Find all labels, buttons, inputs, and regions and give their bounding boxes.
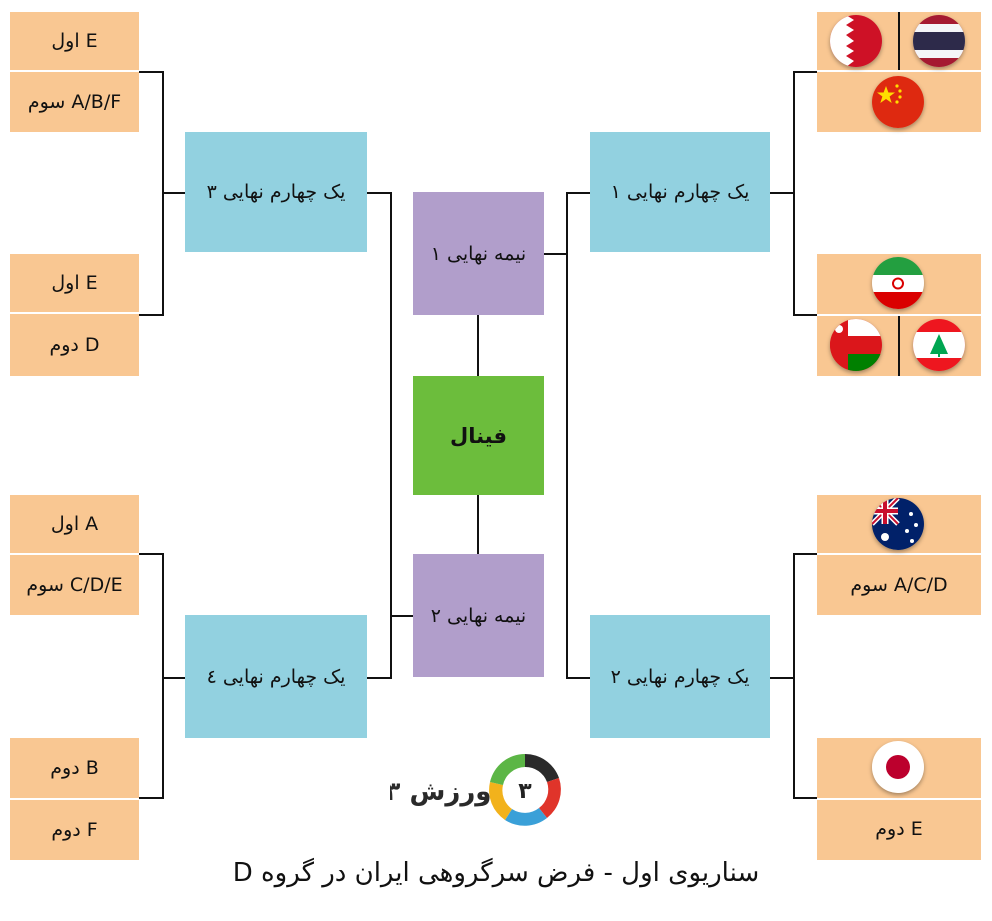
- connector: [794, 314, 817, 316]
- connector: [567, 192, 590, 194]
- quarter-final-3: یک چهارم نهایی ۳: [185, 132, 367, 252]
- oman-flag-icon: [830, 319, 882, 371]
- quarter-final-4: یک چهارم نهایی ٤: [185, 615, 367, 738]
- thailand-flag-icon: [913, 15, 965, 67]
- team-qf3-2: سوم A/B/F: [10, 72, 139, 132]
- japan-flag-icon: [872, 741, 924, 793]
- team-qf4-3: دوم B: [10, 738, 139, 798]
- connector: [794, 71, 817, 73]
- connector: [794, 553, 817, 555]
- logo-badge: ۳: [518, 779, 532, 804]
- team-qf2-top-label: سوم A/C/D: [850, 574, 948, 596]
- connector: [793, 71, 795, 316]
- caption: سناریوی اول - فرض سرگروهی ایران در گروه …: [232, 858, 760, 888]
- connector: [477, 315, 479, 376]
- team-qf3-3: اول E: [10, 254, 139, 312]
- logo-text: ورزش ۳: [390, 777, 491, 807]
- bahrain-flag-icon: [830, 15, 882, 67]
- final: فینال: [413, 376, 544, 495]
- connector: [477, 495, 479, 554]
- team-qf4-2: سوم C/D/E: [10, 555, 139, 615]
- connector: [770, 677, 794, 679]
- connector: [162, 553, 164, 799]
- connector: [390, 192, 392, 679]
- connector: [367, 192, 391, 194]
- connector: [544, 253, 567, 255]
- team-qf3-1: اول E: [10, 12, 139, 70]
- semi-final-2: نیمه نهایی ۲: [413, 554, 544, 677]
- quarter-final-1: یک چهارم نهایی ۱: [590, 132, 770, 252]
- connector: [139, 553, 163, 555]
- china-flag-icon: [872, 76, 924, 128]
- semi-final-1: نیمه نهایی ۱: [413, 192, 544, 315]
- connector: [139, 797, 163, 799]
- iran-flag-icon: [872, 257, 924, 309]
- team-qf4-4: دوم F: [10, 800, 139, 860]
- connector: [139, 314, 163, 316]
- team-qf4-1: اول A: [10, 495, 139, 553]
- team-qf3-4: دوم D: [10, 314, 139, 376]
- connector: [770, 192, 794, 194]
- connector: [162, 192, 185, 194]
- varzesh3-logo: ۳ ورزش ۳: [385, 748, 575, 834]
- connector: [162, 677, 185, 679]
- connector: [794, 797, 817, 799]
- team-qf2-bottom-label: دوم E: [875, 818, 923, 840]
- australia-flag-icon: [872, 498, 924, 550]
- connector: [139, 71, 163, 73]
- connector: [793, 553, 795, 799]
- connector: [567, 677, 590, 679]
- quarter-final-2: یک چهارم نهایی ۲: [590, 615, 770, 738]
- connector: [390, 615, 413, 617]
- connector: [367, 677, 391, 679]
- lebanon-flag-icon: [913, 319, 965, 371]
- connector: [566, 192, 568, 679]
